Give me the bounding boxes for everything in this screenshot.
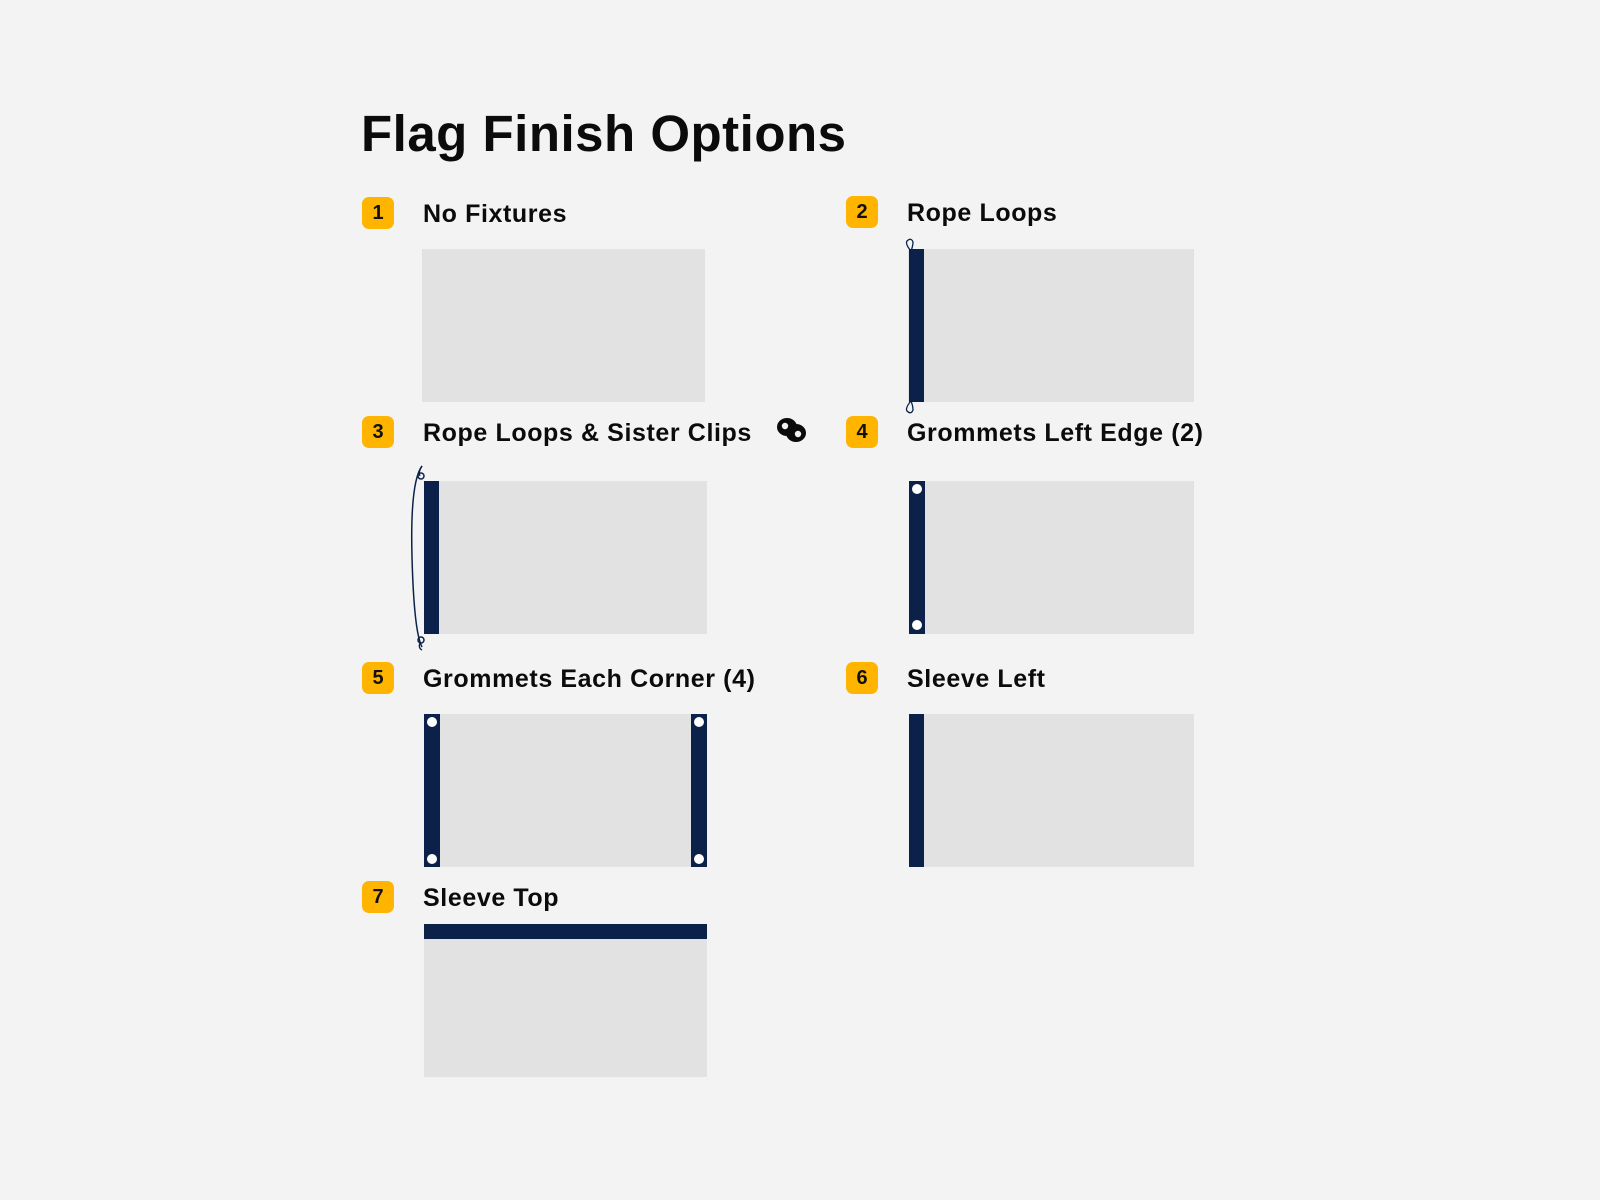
flag-left-edge-sleeve xyxy=(909,714,924,867)
flag-right-edge-sleeve xyxy=(691,714,707,867)
option-number-badge: 3 xyxy=(362,416,394,448)
option-label: Grommets Left Edge (2) xyxy=(907,419,1204,447)
option-label: Rope Loops xyxy=(907,199,1058,227)
option-number-badge: 7 xyxy=(362,881,394,913)
flag-diagram xyxy=(909,481,1194,634)
flag-left-edge-sleeve xyxy=(909,481,925,634)
option-number-badge: 2 xyxy=(846,196,878,228)
sister-clip-icon xyxy=(777,418,806,442)
flag-diagram xyxy=(424,924,707,1077)
flag-top-edge-sleeve xyxy=(424,924,707,939)
flag-diagram xyxy=(422,249,705,402)
grommet xyxy=(912,484,922,494)
rope-loop-icon xyxy=(905,238,914,252)
option-number-badge: 1 xyxy=(362,197,394,229)
flag-diagram xyxy=(424,714,707,867)
grommet xyxy=(912,620,922,630)
option-number-badge: 4 xyxy=(846,416,878,448)
option-number-badge: 6 xyxy=(846,662,878,694)
page-title: Flag Finish Options xyxy=(361,105,847,162)
grommet xyxy=(427,854,437,864)
option-label: Sleeve Top xyxy=(423,884,560,912)
flag-diagram xyxy=(424,481,707,634)
grommet xyxy=(427,717,437,727)
rope-with-sister-clips-icon xyxy=(410,465,425,651)
option-number-badge: 5 xyxy=(362,662,394,694)
flag-left-edge-sleeve xyxy=(909,249,924,402)
flag-left-edge-sleeve xyxy=(424,714,440,867)
flag-left-edge-sleeve xyxy=(424,481,439,634)
option-label: Grommets Each Corner (4) xyxy=(423,665,756,693)
option-label: Sleeve Left xyxy=(907,665,1046,693)
option-label: No Fixtures xyxy=(423,200,568,228)
option-label: Rope Loops & Sister Clips xyxy=(423,419,752,447)
grommet xyxy=(694,717,704,727)
flag-diagram xyxy=(909,714,1194,867)
rope-loop-icon xyxy=(905,400,914,414)
flag-diagram xyxy=(908,249,1194,402)
grommet xyxy=(694,854,704,864)
